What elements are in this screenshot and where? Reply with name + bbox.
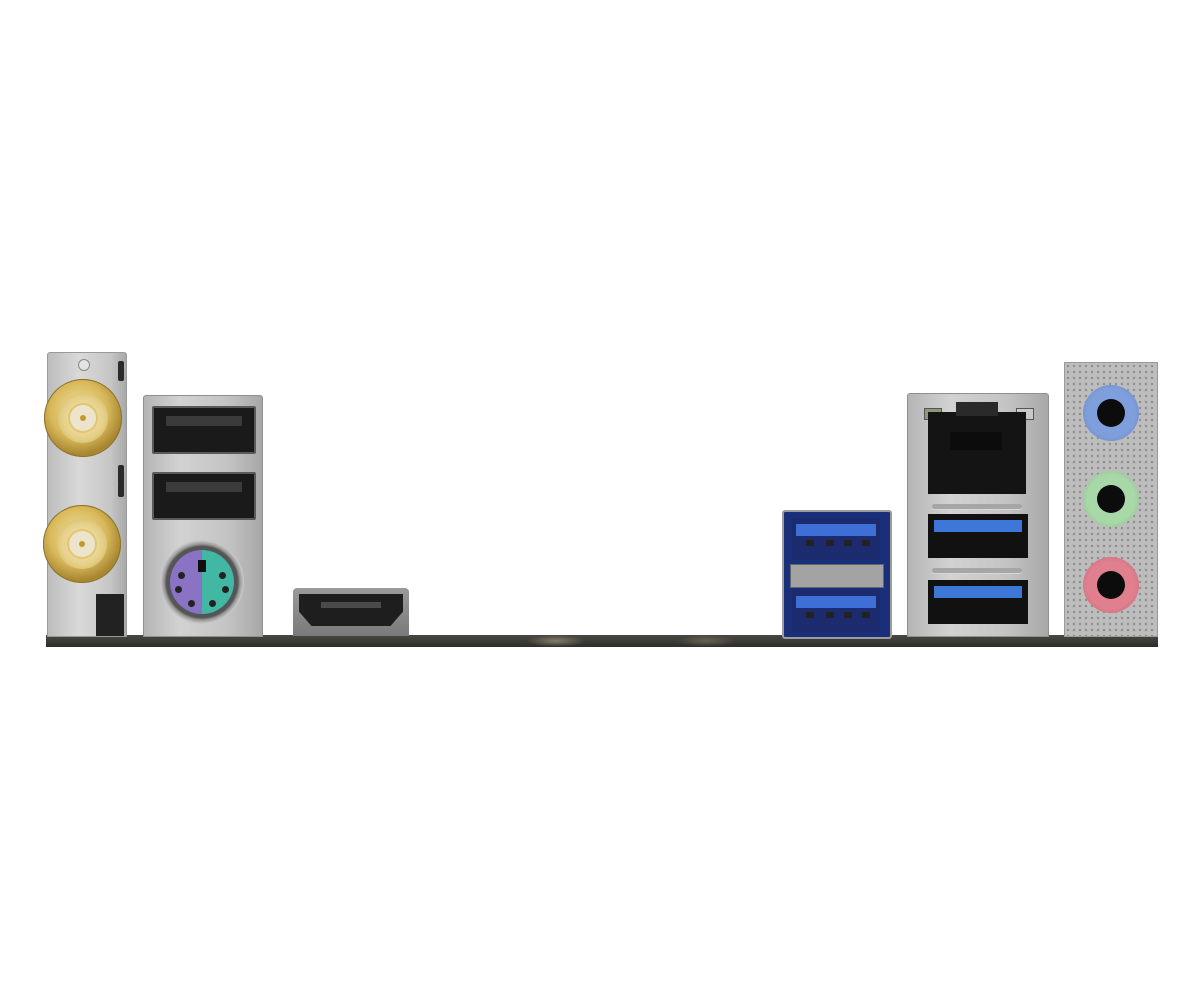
usb3-port-3[interactable] bbox=[928, 514, 1028, 558]
bracket-notch bbox=[118, 465, 124, 485]
usb2-ps2-stack bbox=[143, 395, 263, 637]
hdmi-opening bbox=[299, 594, 403, 626]
usb-pin bbox=[844, 612, 852, 618]
usb-tongue bbox=[166, 416, 242, 426]
pcb-glare bbox=[676, 635, 736, 647]
usb3-divider bbox=[790, 564, 884, 588]
ps2-mouse-half bbox=[170, 550, 202, 614]
pcb-glare bbox=[526, 635, 586, 647]
ps2-pin bbox=[178, 572, 185, 579]
screw-hole bbox=[78, 359, 90, 371]
usb-pin bbox=[826, 540, 834, 546]
jack-hole bbox=[1097, 571, 1125, 599]
audio-mic-in-jack[interactable] bbox=[1083, 557, 1139, 613]
usb-pin bbox=[806, 540, 814, 546]
audio-jack-panel bbox=[1064, 362, 1158, 637]
divider-slot bbox=[932, 504, 1022, 509]
jack-hole bbox=[1097, 485, 1125, 513]
usb3-port-2[interactable] bbox=[792, 590, 880, 632]
wifi-antenna-connector-1[interactable] bbox=[44, 379, 122, 457]
lan-usb3-stack bbox=[907, 393, 1049, 637]
usb-pin bbox=[862, 612, 870, 618]
wifi-antenna-connector-2[interactable] bbox=[43, 505, 121, 583]
rj45-cap bbox=[956, 402, 998, 416]
ps2-keyboard-half bbox=[202, 550, 234, 614]
connector-pin bbox=[80, 415, 86, 421]
bracket-foot bbox=[96, 594, 124, 636]
hdmi-port[interactable] bbox=[293, 588, 409, 636]
usb-pin bbox=[844, 540, 852, 546]
ps2-combo-port[interactable] bbox=[160, 540, 244, 624]
ps2-pin bbox=[209, 600, 216, 607]
usb-pin bbox=[862, 540, 870, 546]
usb3-port-4[interactable] bbox=[928, 580, 1028, 624]
hdmi-tongue bbox=[321, 602, 381, 608]
usb2-port-2[interactable] bbox=[152, 472, 256, 520]
usb2-port-1[interactable] bbox=[152, 406, 256, 454]
ps2-pin bbox=[188, 600, 195, 607]
usb-tongue bbox=[796, 524, 876, 536]
usb3-port-1[interactable] bbox=[792, 518, 880, 560]
usb-pin bbox=[806, 612, 814, 618]
usb-tongue bbox=[796, 596, 876, 608]
jack-hole bbox=[1097, 399, 1125, 427]
connector-pin bbox=[79, 541, 85, 547]
bracket-notch bbox=[118, 483, 124, 497]
usb-tongue bbox=[934, 586, 1022, 598]
ps2-face bbox=[170, 550, 234, 614]
ps2-pin bbox=[219, 572, 226, 579]
ps2-pin bbox=[175, 586, 182, 593]
divider-slot bbox=[932, 568, 1022, 573]
audio-line-out-jack[interactable] bbox=[1083, 471, 1139, 527]
usb-tongue bbox=[934, 520, 1022, 532]
ps2-pin bbox=[222, 586, 229, 593]
usb-pin bbox=[826, 612, 834, 618]
rj45-latch bbox=[950, 432, 1002, 450]
usb-tongue bbox=[166, 482, 242, 492]
usb3-stack bbox=[782, 510, 892, 639]
ps2-key bbox=[198, 560, 206, 572]
bracket-notch bbox=[118, 361, 124, 381]
audio-line-in-jack[interactable] bbox=[1083, 385, 1139, 441]
rj45-lan-port[interactable] bbox=[928, 402, 1026, 494]
wifi-antenna-bracket bbox=[43, 352, 127, 637]
